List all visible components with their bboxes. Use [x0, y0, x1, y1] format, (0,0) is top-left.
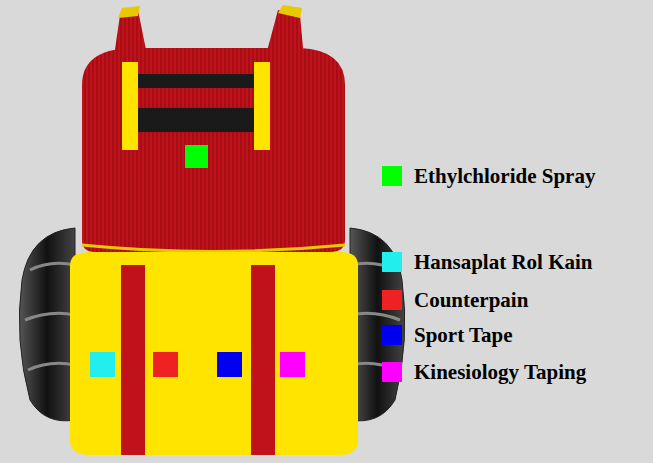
legend-swatch [382, 362, 402, 382]
legend-swatch [382, 252, 402, 272]
legend-swatch [382, 290, 402, 310]
legend-row: Hansaplat Rol Kain [382, 250, 593, 274]
legend-row: Kinesiology Taping [382, 360, 586, 384]
legend-row: Ethylchloride Spray [382, 164, 595, 188]
legend-label: Sport Tape [414, 323, 513, 348]
legend-label: Hansaplat Rol Kain [414, 250, 593, 275]
legend-label: Ethylchloride Spray [414, 164, 595, 189]
legend-row: Counterpain [382, 288, 528, 312]
legend-label: Counterpain [414, 288, 528, 313]
legend-swatch [382, 325, 402, 345]
legend-swatch [382, 166, 402, 186]
legend-label: Kinesiology Taping [414, 360, 586, 385]
legend-row: Sport Tape [382, 323, 513, 347]
